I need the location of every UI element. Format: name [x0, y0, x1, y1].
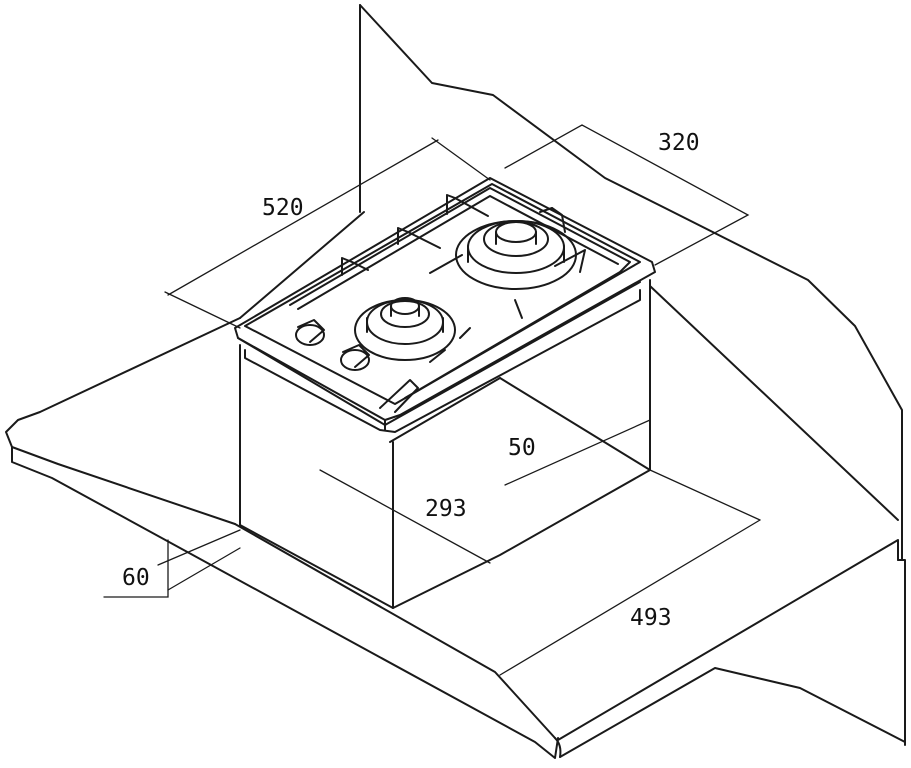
wall-backsplash [359, 4, 903, 561]
countertop [5, 211, 906, 759]
small-burner [354, 297, 456, 361]
cutout-opening [239, 279, 651, 609]
dimension-labels: 520 320 50 293 493 60 [122, 130, 700, 631]
control-knob-left [295, 319, 325, 346]
dim-50-label: 50 [508, 435, 536, 461]
pan-support-grate [289, 187, 631, 399]
dim-60-label: 60 [122, 565, 150, 591]
control-knob-right [340, 344, 370, 371]
dim-493-label: 493 [630, 605, 672, 631]
dimension-lines [103, 124, 761, 676]
large-burner [455, 220, 577, 290]
gas-hob [234, 177, 656, 433]
dim-293-label: 293 [425, 496, 467, 522]
dim-320-label: 320 [658, 130, 700, 156]
dim-520-label: 520 [262, 195, 304, 221]
